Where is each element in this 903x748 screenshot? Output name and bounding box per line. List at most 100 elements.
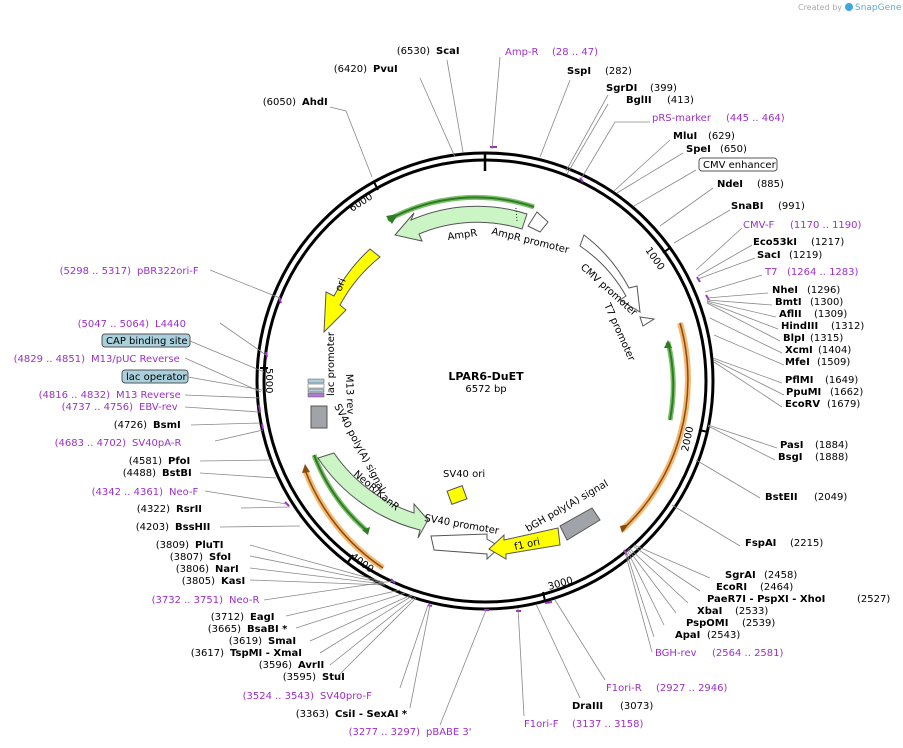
tick-2000: 2000	[680, 425, 696, 452]
site-name-cmv-enhancer: CMV enhancer	[703, 160, 777, 171]
site-pos-ecori: (2464)	[760, 582, 793, 593]
site-pos-nhei: (1296)	[807, 285, 840, 296]
site-pos-prs-marker: (445 .. 464)	[726, 113, 785, 124]
site-name-hindiii: HindIII	[781, 321, 818, 332]
site-name-smai: SmaI	[268, 636, 296, 647]
site-name-tspmi: TspMI - XmaI	[230, 648, 302, 659]
site-pos-ndei: (885)	[757, 179, 784, 190]
site-pos-apai: (2543)	[707, 630, 740, 641]
site-name-l4440: L4440	[155, 319, 186, 330]
cap-binding-site-box	[101, 333, 191, 348]
neor-feature	[317, 452, 429, 539]
sv40-polya-feature	[310, 405, 328, 429]
site-pos-sfoi: (3807)	[170, 552, 203, 563]
site-name-saci: SacI	[757, 250, 781, 261]
site-name-xcmi: XcmI	[785, 345, 813, 356]
site-name-bglii: BglII	[626, 95, 652, 106]
feature-label-sv40-ori: SV40 ori	[443, 469, 485, 480]
site-pos-bsmi: (4726)	[114, 420, 147, 431]
site-name-kasi: KasI	[221, 576, 245, 587]
site-pos-pspomi: (2539)	[742, 618, 775, 629]
site-pos-ebv-rev: (4737 .. 4756)	[62, 402, 134, 413]
site-pos-pflmi: (1649)	[825, 375, 858, 386]
site-name-ndei: NdeI	[717, 179, 743, 190]
site-pos-scai: (6530)	[397, 46, 430, 57]
cap-site-feature	[307, 378, 325, 384]
site-name-lac-operator: lac operator	[126, 372, 187, 383]
site-pos-m13-reverse: (4816 .. 4832)	[39, 390, 111, 401]
site-name-paer7i: PaeR7I - PspXI - XhoI	[707, 594, 825, 605]
site-pos-rsrii: (4322)	[137, 504, 170, 515]
site-pos-l4440: (5047 .. 5064)	[78, 319, 150, 330]
site-pos-pbabe3: (3277 .. 3297)	[349, 727, 421, 738]
site-name-pbr322ori-f: pBR322ori-F	[137, 266, 199, 277]
site-name-csii: CsiI - SexAI *	[335, 709, 408, 720]
site-name-f1ori-f: F1ori-F	[524, 719, 559, 730]
credit-text: Created by	[798, 3, 842, 12]
sv40-ori-feature	[446, 485, 468, 505]
site-name-cmv-f: CMV-F	[743, 220, 774, 231]
feature-shapes	[307, 205, 656, 561]
site-pos-m13puc-reverse: (4829 .. 4851)	[14, 354, 86, 365]
site-pos-f1ori-r: (2927 .. 2946)	[656, 683, 728, 694]
site-name-draiii: DraIII	[572, 701, 603, 712]
site-name-ecori: EcoRI	[716, 582, 747, 593]
site-name-m13-reverse: M13 Reverse	[116, 390, 181, 401]
orf-arcs	[302, 195, 691, 571]
site-name-mlui: MluI	[673, 131, 697, 142]
site-pos-stui: (3595)	[283, 672, 316, 683]
site-pos-sspi: (282)	[605, 66, 632, 77]
site-name-scai: ScaI	[436, 46, 460, 57]
site-pos-amp-r: (28 .. 47)	[552, 47, 598, 58]
tick-5000: 5000	[263, 368, 274, 393]
site-name-blpi: BlpI	[783, 333, 805, 344]
site-name-spei: SpeI	[686, 144, 711, 155]
site-name-pbabe3: pBABE 3'	[426, 727, 472, 738]
site-name-sgrdi: SgrDI	[606, 83, 637, 94]
lac-operator-box	[121, 369, 189, 384]
site-name-bsshii: BssHII	[175, 522, 210, 533]
plasmid-size: 6572 bp	[465, 384, 506, 395]
feature-label-f1-ori: f1 ori	[513, 537, 541, 553]
site-pos-kasi: (3805)	[182, 576, 215, 587]
site-name-ecorv: EcoRV	[785, 399, 820, 410]
leader-lines	[184, 56, 785, 726]
lac-promoter-feature	[307, 383, 325, 389]
ampr-feature	[394, 205, 528, 242]
site-pos-neo-r: (3732 .. 3751)	[152, 595, 224, 606]
site-pos-mfei: (1509)	[817, 357, 850, 368]
brand-text: SnapGene	[855, 3, 902, 13]
site-name-neo-r: Neo-R	[229, 595, 260, 606]
site-pos-bsgi: (1888)	[815, 452, 848, 463]
snapgene-logo: SnapGene	[845, 3, 902, 13]
site-pos-f1ori-f: (3137 .. 3158)	[572, 719, 644, 730]
site-name-nari: NarI	[215, 564, 239, 575]
sv40-promoter-feature	[430, 533, 501, 561]
site-pos-sgrdi: (399)	[650, 83, 677, 94]
site-pos-spei: (650)	[720, 144, 747, 155]
site-name-fspai: FspAI	[745, 538, 776, 549]
site-name-f1ori-r: F1ori-R	[606, 683, 642, 694]
cmv-promoter-feature	[579, 234, 641, 313]
site-pos-aflii: (1309)	[814, 309, 847, 320]
cmv-enhancer-box	[698, 157, 778, 172]
site-pos-ecorv: (1679)	[827, 399, 860, 410]
site-pos-csii: (3363)	[296, 709, 329, 720]
site-name-sv40pro-f: SV40pro-F	[320, 691, 372, 702]
feature-label-lac-promoter: lac promoter	[326, 331, 337, 396]
site-pos-blpi: (1315)	[810, 333, 843, 344]
site-name-bsteii: BstEII	[765, 492, 798, 503]
site-name-bsgi: BsgI	[778, 452, 802, 463]
site-pos-sv40pro-f: (3524 .. 3543)	[243, 691, 315, 702]
site-pos-bglii: (413)	[667, 95, 694, 106]
site-pos-bgh-rev: (2564 .. 2581)	[712, 648, 784, 659]
site-pos-pasi: (1884)	[815, 440, 848, 451]
site-pos-nari: (3806)	[176, 564, 209, 575]
site-pos-hindiii: (1312)	[831, 321, 864, 332]
feature-label-sv40-promoter: SV40 promoter	[423, 513, 500, 537]
site-name-m13puc-reverse: M13/pUC Reverse	[91, 354, 180, 365]
site-pos-pbr322ori-f: (5298 .. 5317)	[60, 266, 132, 277]
site-name-pflmi: PflMI	[785, 375, 813, 386]
feature-label-ampr: AmpR	[447, 228, 478, 243]
